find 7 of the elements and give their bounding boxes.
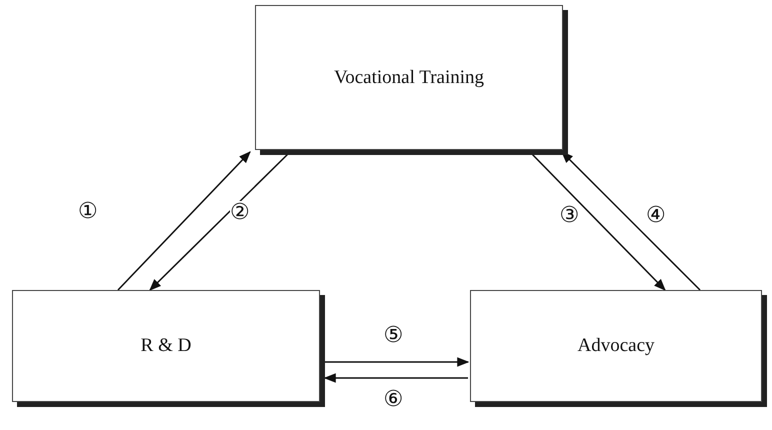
node-label: Advocacy (577, 335, 655, 357)
node-label: Vocational Training (334, 66, 484, 88)
arrow (117, 151, 251, 291)
arrow (324, 373, 468, 383)
arrow (325, 357, 470, 367)
arrow (561, 151, 701, 291)
node-label: R & D (140, 335, 192, 357)
